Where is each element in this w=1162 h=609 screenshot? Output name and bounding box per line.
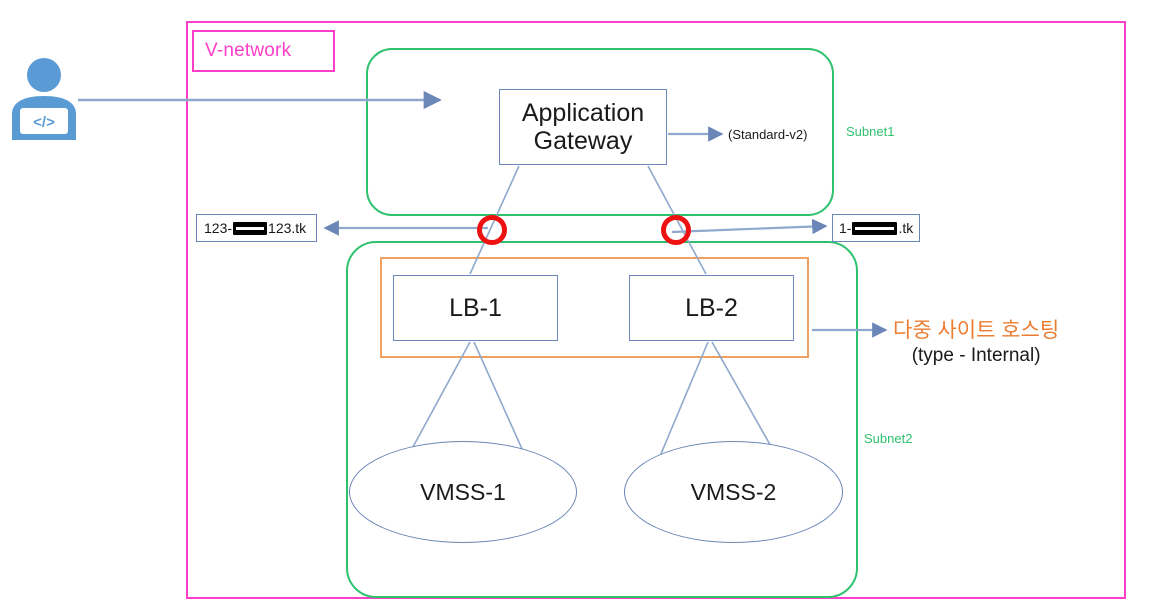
domain-left-redaction-bar <box>233 221 268 235</box>
domain-left-suffix: 123.tk <box>268 220 307 236</box>
vmss-2-label: VMSS-2 <box>690 478 777 505</box>
subnet2-label: Subnet2 <box>864 431 913 446</box>
application-gateway-label-line2: Gateway <box>533 127 633 155</box>
application-gateway-label-line1: Application <box>521 99 645 127</box>
load-balancer-1-label: LB-1 <box>449 293 502 322</box>
code-glyph: </> <box>33 114 55 131</box>
vmss-1-node[interactable]: VMSS-1 <box>349 441 577 543</box>
domain-right-prefix: 1- <box>839 220 852 236</box>
subnet1-boundary <box>366 48 834 216</box>
domain-right-redaction-bar <box>852 221 898 235</box>
vmss-2-node[interactable]: VMSS-2 <box>624 441 843 543</box>
user-head <box>27 58 61 92</box>
multisite-hosting-label-ko: 다중 사이트 호스팅 <box>893 319 1060 342</box>
vnetwork-label: V-network <box>205 40 292 61</box>
application-gateway-node[interactable]: Application Gateway <box>499 89 667 165</box>
domain-left-prefix: 123- <box>204 220 233 236</box>
domain-left-box: 123- 123.tk <box>196 214 317 242</box>
laptop-screen <box>20 108 68 134</box>
multisite-hosting-type-label: (type - Internal) <box>911 345 1041 367</box>
vnetwork-label-box: V-network <box>192 30 335 72</box>
load-balancer-2-label: LB-2 <box>685 293 738 322</box>
laptop-base <box>14 134 74 140</box>
vnetwork-boundary <box>186 21 1126 599</box>
load-balancer-2-node[interactable]: LB-2 <box>629 275 794 341</box>
domain-right-box: 1- .tk <box>832 214 920 242</box>
domain-right-suffix: .tk <box>898 220 914 236</box>
subnet2-boundary <box>346 241 858 598</box>
vmss-1-label: VMSS-1 <box>420 478 506 505</box>
multisite-hosting-annotation: 다중 사이트 호스팅 (type - Internal) <box>893 318 1059 369</box>
developer-user-icon: </> <box>12 58 76 140</box>
subnet1-label: Subnet1 <box>846 124 895 139</box>
sku-annotation: (Standard-v2) <box>728 127 808 142</box>
load-balancer-group-boundary <box>380 257 809 358</box>
load-balancer-1-node[interactable]: LB-1 <box>393 275 558 341</box>
